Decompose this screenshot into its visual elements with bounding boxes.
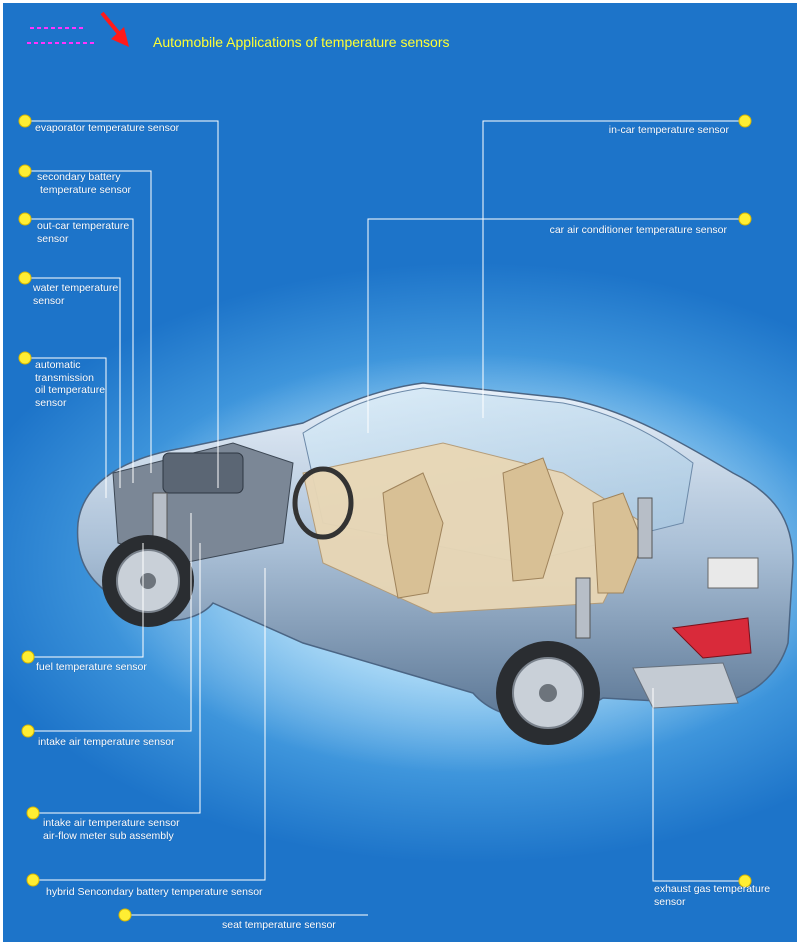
label-line: exhaust gas temperature	[654, 883, 771, 895]
label-line: sensor	[35, 396, 67, 409]
label-line: transmission	[35, 371, 94, 384]
engine-cover	[162, 452, 244, 494]
label-line: oil temperature	[35, 384, 106, 396]
label-line: air-flow meter sub assembly	[43, 829, 174, 842]
red-arrow-icon	[100, 11, 129, 47]
marker-hybrid	[26, 873, 40, 887]
label-water: water temperature sensor	[33, 282, 118, 307]
leader-ac	[367, 218, 745, 433]
leader-in-car	[482, 120, 745, 418]
leader-fuel	[28, 543, 144, 658]
battery	[707, 557, 759, 589]
marker-water	[18, 271, 32, 285]
tail-light	[671, 617, 752, 659]
label-hybrid-battery: hybrid Sencondary battery temperature se…	[46, 886, 263, 898]
rear-strut	[575, 577, 591, 639]
rear-seat-2	[592, 492, 644, 594]
label-line: intake air temperature sensor	[43, 817, 180, 829]
leader-secondary-battery	[28, 170, 152, 473]
label-ac: car air conditioner temperature sensor	[549, 224, 727, 236]
label-intake-air: intake air temperature sensor	[38, 736, 175, 748]
rear-seat	[502, 457, 564, 582]
steering-wheel	[292, 466, 354, 540]
label-in-car: in-car temperature sensor	[608, 124, 729, 136]
marker-exhaust	[738, 874, 752, 888]
label-exhaust: exhaust gas temperature sensor	[654, 883, 770, 908]
label-intake-afm: intake air temperature sensor air-flow m…	[43, 817, 180, 842]
label-line: automatic	[35, 359, 81, 371]
diagram-title: Automobile Applications of temperature s…	[153, 34, 450, 50]
label-line: secondary battery	[37, 171, 121, 183]
leader-water	[28, 277, 121, 488]
leader-intake-afm	[33, 543, 201, 814]
label-secondary-battery: secondary battery temperature sensor	[37, 171, 131, 196]
marker-in-car	[738, 114, 752, 128]
marker-fuel	[21, 650, 35, 664]
marker-seat	[118, 908, 132, 922]
marker-evaporator	[18, 114, 32, 128]
label-line: sensor	[37, 232, 69, 245]
leader-intake-air	[28, 513, 192, 732]
marker-secondary-battery	[18, 164, 32, 178]
leader-out-car	[28, 218, 134, 483]
rear-strut-2	[637, 497, 653, 559]
label-evaporator: evaporator temperature sensor	[35, 122, 180, 134]
label-line: water temperature	[33, 282, 119, 294]
muffler	[632, 662, 739, 709]
front-wheel	[102, 535, 194, 627]
marker-atf	[18, 351, 32, 365]
front-seat	[382, 472, 444, 599]
rear-wheel	[496, 641, 600, 745]
label-line: sensor	[654, 895, 686, 908]
label-fuel: fuel temperature sensor	[36, 661, 147, 673]
leader-evaporator	[28, 120, 219, 488]
marker-ac	[738, 212, 752, 226]
label-out-car: out-car temperature sensor	[37, 220, 129, 245]
legend-dashes	[27, 27, 96, 44]
leader-atf	[28, 357, 107, 498]
marker-intake-air	[21, 724, 35, 738]
label-atf: automatic transmission oil temperature s…	[35, 359, 105, 409]
label-line: sensor	[33, 294, 65, 307]
label-line: temperature sensor	[40, 183, 132, 196]
marker-out-car	[18, 212, 32, 226]
car-illustration	[76, 382, 794, 745]
leader-lines	[18, 11, 797, 922]
label-seat: seat temperature sensor	[222, 919, 336, 931]
label-line: out-car temperature	[37, 220, 130, 232]
leader-exhaust	[652, 688, 745, 882]
leader-hybrid	[33, 568, 266, 881]
marker-intake-afm	[26, 806, 40, 820]
